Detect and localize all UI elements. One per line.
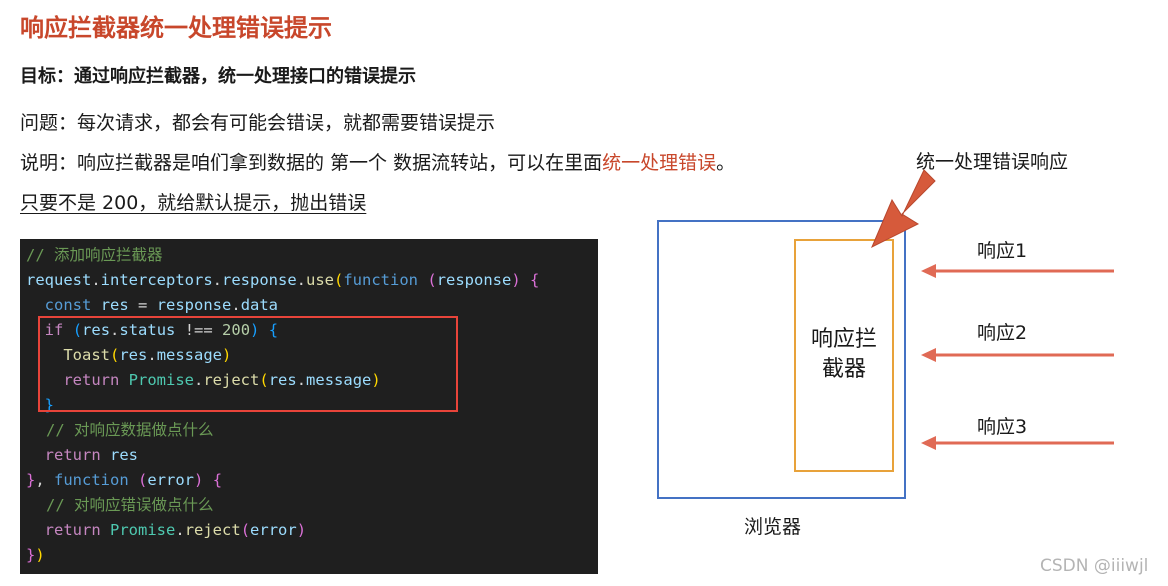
interceptor-label-line1: 响应拦 [810, 327, 877, 352]
watermark: CSDN @iiiwjl [1040, 556, 1149, 576]
browser-box [657, 220, 906, 499]
code-status-code: 200 [222, 321, 251, 339]
explain-highlight: 统一处理错误 [602, 152, 717, 174]
code-line-return-reject: return Promise.reject(error) [44, 521, 307, 539]
explain-text: 说明：响应拦截器是咱们拿到数据的 第一个 数据流转站，可以在里面统一处理错误。 [20, 148, 735, 175]
interceptor-label: 响应拦截器 [794, 325, 894, 385]
response-label-1: 响应1 [977, 240, 1028, 262]
big-down-left-arrow [871, 169, 936, 249]
response-label-3: 响应3 [977, 416, 1028, 438]
code-line-use: request.interceptors.response.use(functi… [26, 271, 540, 289]
browser-label: 浏览器 [744, 516, 802, 538]
code-comment-add: // 添加响应拦截器 [26, 246, 163, 264]
code-line-return-res: return res [44, 446, 139, 464]
explain-after: 。 [716, 152, 736, 174]
unified-error-label: 统一处理错误响应 [916, 151, 1069, 173]
page-title: 响应拦截器统一处理错误提示 [20, 14, 332, 42]
code-line-close-if: } [44, 396, 55, 414]
response-label-2: 响应2 [977, 322, 1028, 344]
problem-text: 问题：每次请求，都会有可能会错误，就都需要错误提示 [20, 112, 496, 134]
interceptor-box [794, 239, 894, 472]
code-line-reject: return Promise.reject(res.message) [63, 371, 381, 389]
code-comment-error: // 对响应错误做点什么 [46, 496, 214, 514]
code-block: // 添加响应拦截器 request.interceptors.response… [20, 239, 598, 574]
explain-before: 说明：响应拦截器是咱们拿到数据的 第一个 数据流转站，可以在里面 [20, 152, 603, 174]
code-highlight-box [38, 316, 458, 412]
response-arrow-2 [921, 348, 1114, 362]
response-arrow-1 [921, 264, 1114, 278]
interceptor-label-line2: 截器 [821, 357, 866, 382]
code-line-if: if (res.status !== 200) { [44, 321, 279, 339]
rule-text: 只要不是 200，就给默认提示，抛出错误 [20, 192, 367, 214]
code-comment-data: // 对响应数据做点什么 [46, 421, 214, 439]
code-line-toast: Toast(res.message) [63, 346, 232, 364]
code-line-error-fn: }, function (error) { [26, 471, 223, 489]
code-line-const: const res = response.data [44, 296, 279, 314]
response-arrow-3 [921, 436, 1114, 450]
goal-text: 目标：通过响应拦截器，统一处理接口的错误提示 [20, 66, 416, 87]
code-line-close: }) [26, 546, 45, 564]
